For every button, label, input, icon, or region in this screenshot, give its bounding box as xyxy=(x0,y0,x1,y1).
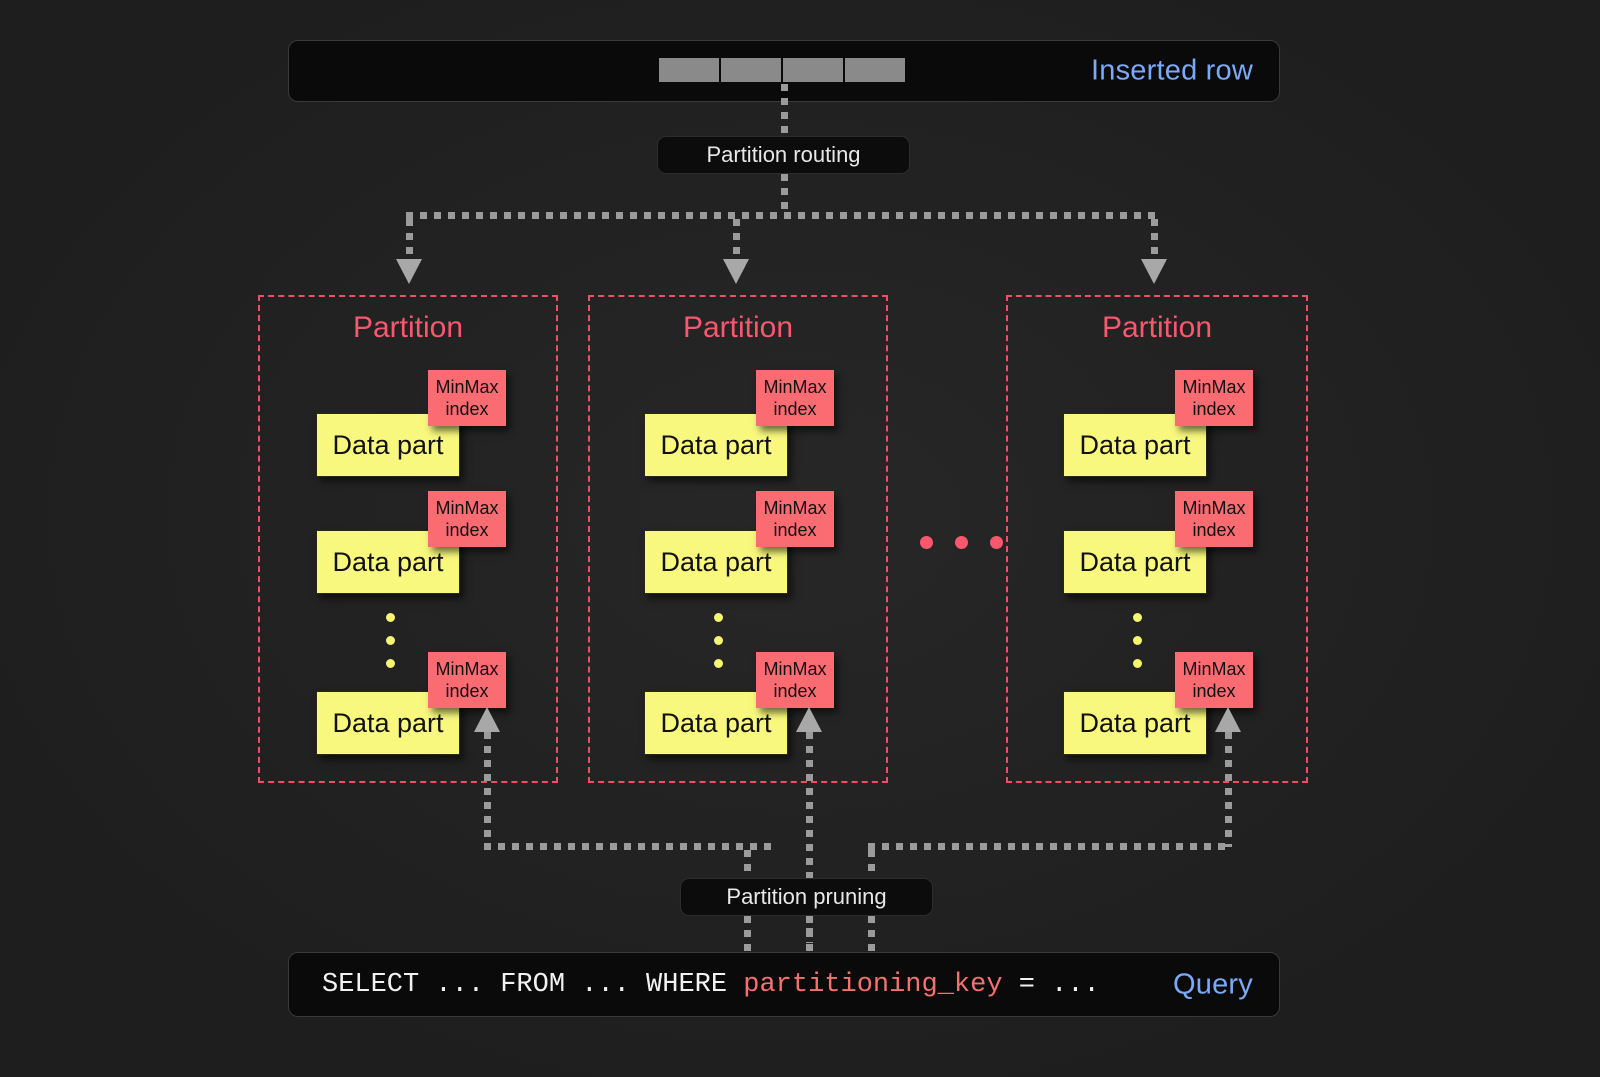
minmax-index-box: MinMax index xyxy=(1175,491,1253,547)
minmax-line-1: MinMax xyxy=(1182,659,1246,679)
connector-bus-right-down xyxy=(868,850,875,885)
query-sql-text: SELECT ... FROM ... WHERE partitioning_k… xyxy=(322,952,1100,1017)
connector-pruning-to-query-3 xyxy=(868,916,875,952)
minmax-line-2: index xyxy=(445,520,489,540)
connector-row-to-routing xyxy=(781,84,788,138)
ellipsis-dot xyxy=(714,613,723,622)
ellipsis-dot xyxy=(386,613,395,622)
minmax-line-1: MinMax xyxy=(1182,377,1246,397)
connector-pruning-to-query-2 xyxy=(806,916,813,952)
minmax-line-1: MinMax xyxy=(435,659,499,679)
ellipsis-dot xyxy=(990,536,1003,549)
ellipsis-dot xyxy=(714,659,723,668)
sql-partitioning-key: partitioning_key xyxy=(743,969,1003,1000)
partition-box-2: Partition MinMax index Data part MinMax … xyxy=(588,295,888,783)
row-cell xyxy=(721,58,781,82)
minmax-line-1: MinMax xyxy=(763,498,827,518)
data-part-box: Data part xyxy=(644,691,788,755)
inserted-row-cells xyxy=(659,58,905,82)
arrow-up-partition-1 xyxy=(474,707,500,732)
arrow-up-partition-3 xyxy=(1215,707,1241,732)
ellipsis-dot xyxy=(1133,613,1142,622)
minmax-line-2: index xyxy=(773,399,817,419)
minmax-index-box: MinMax index xyxy=(756,370,834,426)
arrow-up-partition-2 xyxy=(796,707,822,732)
minmax-line-1: MinMax xyxy=(763,659,827,679)
data-parts-ellipsis xyxy=(714,613,723,682)
arrow-down-partition-1 xyxy=(396,259,422,284)
minmax-index-box: MinMax index xyxy=(756,491,834,547)
connector-pruning-bus-right xyxy=(868,843,1232,850)
ellipsis-dot xyxy=(386,659,395,668)
sql-prefix: SELECT ... FROM ... WHERE xyxy=(322,969,744,1000)
connector-bus-to-partition-3 xyxy=(1151,219,1158,263)
query-bar: Query xyxy=(288,952,1280,1017)
connector-routing-bus xyxy=(406,212,1158,219)
minmax-line-1: MinMax xyxy=(435,498,499,518)
connector-pruning-bus-left xyxy=(484,843,772,850)
row-cell xyxy=(845,58,905,82)
partitions-ellipsis xyxy=(920,536,1003,549)
connector-pruning-to-partition-2 xyxy=(806,732,813,943)
connector-bus-left-down xyxy=(744,850,751,885)
connector-pruning-to-query-1 xyxy=(744,916,751,952)
minmax-line-2: index xyxy=(1192,681,1236,701)
minmax-line-2: index xyxy=(445,681,489,701)
arrow-down-partition-2 xyxy=(723,259,749,284)
data-part-box: Data part xyxy=(1063,530,1207,594)
step-partition-pruning: Partition pruning xyxy=(680,878,933,916)
minmax-index-box: MinMax index xyxy=(756,652,834,708)
minmax-line-2: index xyxy=(773,520,817,540)
minmax-line-1: MinMax xyxy=(763,377,827,397)
partition-box-3: Partition MinMax index Data part MinMax … xyxy=(1006,295,1308,783)
arrow-down-partition-3 xyxy=(1141,259,1167,284)
data-parts-ellipsis xyxy=(1133,613,1142,682)
connector-bus-to-partition-2 xyxy=(733,219,740,263)
data-parts-ellipsis xyxy=(386,613,395,682)
connector-bus-to-partition-1 xyxy=(406,219,413,263)
minmax-line-2: index xyxy=(445,399,489,419)
minmax-line-2: index xyxy=(1192,399,1236,419)
connector-pruning-to-partition-3 xyxy=(1225,732,1232,847)
minmax-index-box: MinMax index xyxy=(428,370,506,426)
minmax-index-box: MinMax index xyxy=(428,652,506,708)
sql-suffix: = ... xyxy=(1002,969,1100,1000)
row-cell xyxy=(783,58,843,82)
minmax-line-2: index xyxy=(773,681,817,701)
query-label: Query xyxy=(1173,968,1253,1000)
connector-routing-to-bus xyxy=(781,174,788,216)
minmax-index-box: MinMax index xyxy=(1175,370,1253,426)
partition-title: Partition xyxy=(682,311,794,344)
ellipsis-dot xyxy=(386,636,395,645)
minmax-line-1: MinMax xyxy=(435,377,499,397)
step-partition-routing: Partition routing xyxy=(657,136,910,174)
minmax-index-box: MinMax index xyxy=(1175,652,1253,708)
minmax-line-1: MinMax xyxy=(1182,498,1246,518)
ellipsis-dot xyxy=(955,536,968,549)
inserted-row-label: Inserted row xyxy=(1091,54,1253,87)
partition-title: Partition xyxy=(352,311,464,344)
data-part-box: Data part xyxy=(316,413,460,477)
minmax-line-2: index xyxy=(1192,520,1236,540)
ellipsis-dot xyxy=(1133,659,1142,668)
ellipsis-dot xyxy=(714,636,723,645)
ellipsis-dot xyxy=(1133,636,1142,645)
minmax-index-box: MinMax index xyxy=(428,491,506,547)
connector-pruning-to-partition-1 xyxy=(484,732,491,847)
row-cell xyxy=(659,58,719,82)
partition-title: Partition xyxy=(1101,311,1213,344)
ellipsis-dot xyxy=(920,536,933,549)
partition-box-1: Partition MinMax index Data part MinMax … xyxy=(258,295,558,783)
